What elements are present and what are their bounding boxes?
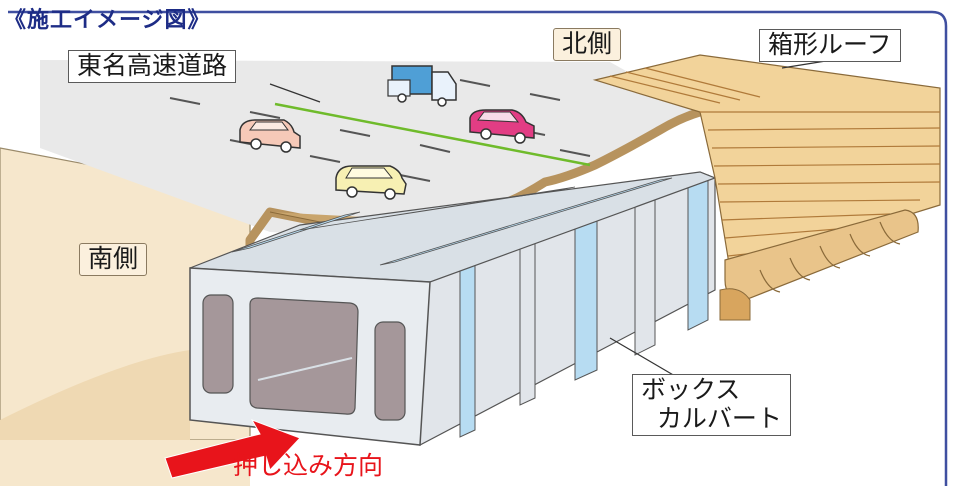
cream-car-icon [335,165,407,200]
culvert-openings [202,294,406,421]
center-line [274,102,591,167]
box-roof [592,54,941,321]
highway-surface [40,60,700,240]
box-culvert-label: ボックス カルバート [632,374,791,436]
south-side-label: 南側 [79,243,148,276]
culvert-top-bands [231,177,673,266]
peach-car-icon [239,119,301,153]
expressway-leader [269,83,321,103]
figure-title: 《施工イメージ図》 [4,8,211,33]
figure-frame [8,10,948,486]
culvert-inner-line [257,357,353,381]
culvert-leader [609,337,676,377]
push-arrow [164,419,301,479]
expressway-label: 東名高速道路 [68,50,237,83]
pink-car-icon [469,109,535,144]
north-side-label: 北側 [553,28,622,61]
ground-slope [0,350,190,440]
truck-icon [387,65,457,107]
box-roof-label: 箱形ルーフ [759,29,901,62]
push-direction-label: 押し込み方向 [233,451,384,480]
